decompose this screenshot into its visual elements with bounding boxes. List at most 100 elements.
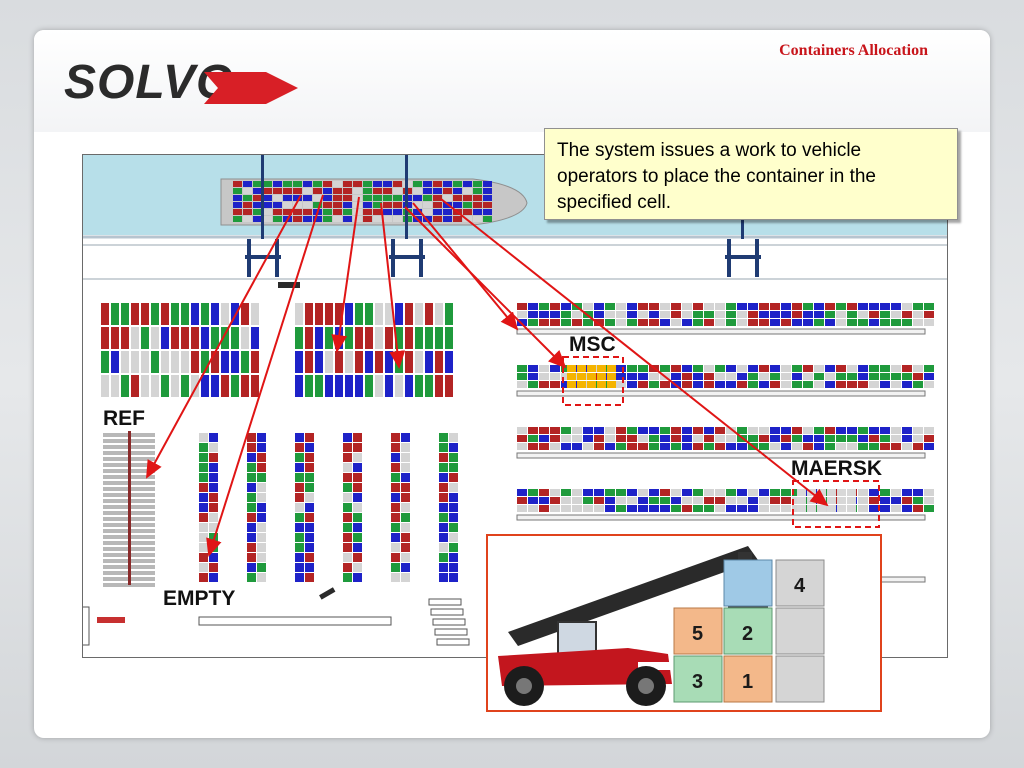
yard-container: [616, 489, 626, 496]
yard-container: [375, 351, 383, 373]
yard-container: [693, 381, 703, 388]
yard-container: [737, 427, 747, 434]
yard-container: [781, 505, 791, 512]
yard-container: [449, 443, 458, 452]
yard-container: [726, 303, 736, 310]
yard-container: [583, 443, 593, 450]
yard-container: [439, 503, 448, 512]
yard-container: [449, 463, 458, 472]
msc-container: [607, 381, 616, 388]
yard-container: [539, 435, 549, 442]
ship-container: [303, 209, 312, 215]
yard-container: [902, 443, 912, 450]
yard-container: [913, 427, 923, 434]
yard-container: [449, 523, 458, 532]
yard-container: [891, 373, 901, 380]
yard-container: [517, 435, 527, 442]
ship-container: [453, 195, 462, 201]
ship-container: [483, 216, 492, 222]
reach-stacker-drawing: 4 5 2 3 1: [498, 546, 825, 706]
yard-container: [792, 443, 802, 450]
yard-container: [550, 435, 560, 442]
yard-container: [759, 427, 769, 434]
yard-container: [693, 319, 703, 326]
yard-container: [121, 327, 129, 349]
yard-container: [638, 365, 648, 372]
ship-container: [343, 202, 352, 208]
maersk-slot: [837, 505, 846, 512]
rack-slot: [432, 618, 466, 626]
yard-container: [638, 381, 648, 388]
yard-container: [199, 463, 208, 472]
ship-container: [323, 216, 332, 222]
ship-container: [393, 181, 402, 187]
yard-container: [247, 573, 256, 582]
yard-container: [401, 543, 410, 552]
yard-container: [594, 427, 604, 434]
yard-container: [902, 497, 912, 504]
yard-container: [704, 443, 714, 450]
yard-container: [924, 311, 934, 318]
yard-container: [869, 427, 879, 434]
yard-container: [209, 503, 218, 512]
yard-container: [391, 503, 400, 512]
yard-container: [682, 497, 692, 504]
yard-container: [353, 543, 362, 552]
yard-container: [401, 453, 410, 462]
yard-container: [660, 505, 670, 512]
yard-container: [231, 351, 239, 373]
yard-container: [869, 365, 879, 372]
ship-container: [423, 188, 432, 194]
yard-container: [704, 365, 714, 372]
yard-container: [726, 319, 736, 326]
yard-container: [539, 427, 549, 434]
yard-container: [111, 351, 119, 373]
yard-container: [251, 327, 259, 349]
msc-container: [587, 373, 596, 380]
yard-container: [781, 373, 791, 380]
yard-container: [375, 327, 383, 349]
yard-container: [814, 427, 824, 434]
yard-container: [858, 505, 868, 512]
yard-container: [792, 303, 802, 310]
yard-container: [902, 373, 912, 380]
yard-container: [401, 533, 410, 542]
yard-container: [737, 489, 747, 496]
yard-container: [391, 443, 400, 452]
ship-container: [333, 202, 342, 208]
yard-container: [913, 489, 923, 496]
yard-container: [353, 433, 362, 442]
ship-container: [473, 209, 482, 215]
ship-container: [353, 216, 362, 222]
yard-container: [528, 427, 538, 434]
empty-area-bar: [198, 616, 392, 626]
ship-container: [453, 181, 462, 187]
yard-container: [101, 303, 109, 325]
yard-container: [880, 365, 890, 372]
yard-container: [343, 473, 352, 482]
ship-container: [253, 188, 262, 194]
yard-container: [385, 351, 393, 373]
yard-container: [770, 505, 780, 512]
yard-container: [638, 319, 648, 326]
yard-container: [295, 303, 303, 325]
yard-container: [449, 433, 458, 442]
vehicle-icon: [97, 617, 125, 623]
yard-container: [395, 375, 403, 397]
yard-container: [121, 303, 129, 325]
ship-container: [273, 181, 282, 187]
yard-container: [759, 497, 769, 504]
yard-container: [748, 381, 758, 388]
yard-container: [355, 327, 363, 349]
yard-container: [660, 311, 670, 318]
yard-container: [748, 319, 758, 326]
yard-container: [247, 563, 256, 572]
yard-container: [425, 375, 433, 397]
ship-container: [233, 202, 242, 208]
yard-container: [561, 497, 571, 504]
yard-container: [335, 351, 343, 373]
ship-container: [413, 195, 422, 201]
yard-container: [199, 533, 208, 542]
yard-container: [770, 365, 780, 372]
rack-slot: [428, 598, 462, 606]
